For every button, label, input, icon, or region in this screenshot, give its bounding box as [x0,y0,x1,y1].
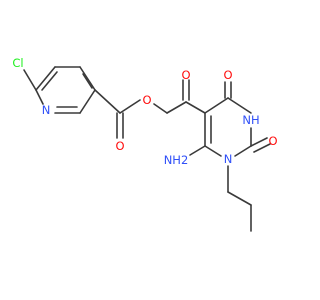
bond-n-c6 [35,89,44,105]
atom-ester-o-bridge: O [142,93,151,107]
atom-cl: Cl [12,56,23,70]
bond-c4-n3 [227,97,252,114]
bond-c4-c3 [79,66,96,91]
bond-c6-nh2 [189,145,206,156]
atom-ester-o-carbonyl: O [115,139,124,153]
atom-nh: NH [242,113,259,127]
bond-lines [23,66,271,232]
atom-labels: Cl N O O O O NH O N NH2 [12,56,277,167]
bond-propyl-1-2 [227,191,252,206]
atom-c2-o: O [268,134,277,148]
bond-c2-o-2 [253,143,271,153]
chemical-structure: Cl N O O O O NH O N NH2 [12,56,278,232]
bond-c6-c5 [35,66,56,91]
atom-n1: N [224,152,233,166]
bond-c3-ester-c [94,89,121,114]
atom-c4-o: O [223,68,232,82]
bond-ch2-ketone [166,101,187,114]
bond-c5-c4ring [204,97,229,114]
bond-cl-c6 [23,69,37,91]
bond-c6-c5-double [41,71,58,91]
bond-ketone-c5 [185,101,206,114]
atom-nh2: NH2 [164,153,189,167]
atom-pyridine-n: N [42,103,51,117]
bond-c3-c2 [79,89,96,114]
bond-c2-o [250,137,268,147]
bond-c4-c3-double [82,73,93,89]
bond-c2-n1 [234,145,252,157]
bond-o-ch2 [153,103,168,114]
bond-ester-c-o-bridge [119,99,141,114]
atom-ketone-o: O [181,68,190,82]
bond-n1-c6 [204,145,222,157]
